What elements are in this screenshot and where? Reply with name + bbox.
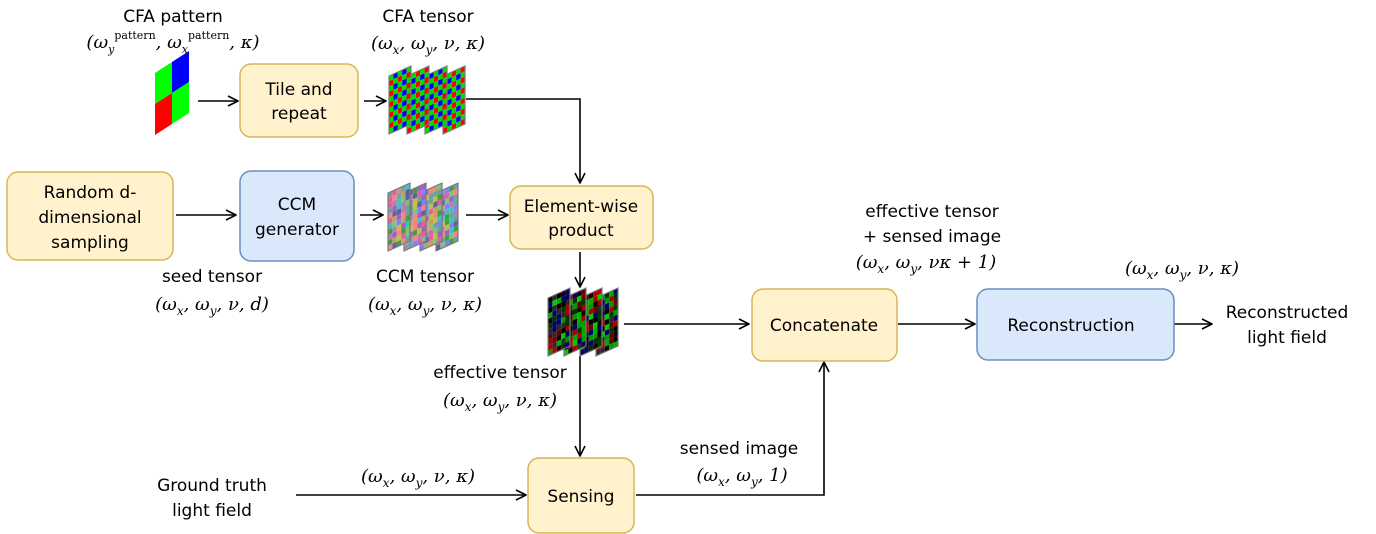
ccm-tensor-label: CCM tensor	[376, 267, 474, 287]
node-label-line: generator	[255, 220, 339, 240]
node-ccm-generator: CCM generator	[239, 170, 355, 262]
seed-tensor-label: seed tensor	[162, 267, 262, 287]
edge-sensing-to-concatenate	[636, 361, 830, 496]
cfa-tensor-icon	[388, 65, 466, 135]
node-label-line: product	[548, 221, 614, 241]
edges	[176, 95, 1213, 501]
ground-truth-label-line2: light field	[172, 501, 252, 521]
node-sensing: Sensing	[527, 457, 635, 534]
sensed-image-shape-label: (ωx, ωy, 1)	[696, 465, 787, 489]
concat-input-label-line1: effective tensor	[865, 202, 998, 222]
node-label-line: CCM	[278, 195, 316, 215]
node-label-line: repeat	[271, 104, 327, 124]
effective-tensor-icon	[547, 287, 619, 357]
cfa-pattern-icon	[155, 51, 189, 135]
node-label-line: Element-wise	[524, 197, 638, 217]
node-label-line: Tile and	[264, 80, 332, 100]
concat-input-shape-label: (ωx, ωy, νκ + 1)	[856, 252, 997, 276]
reconstructed-light-field-label-line2: light field	[1247, 328, 1327, 348]
effective-tensor-shape-label: (ωx, ωy, ν, κ)	[443, 390, 557, 414]
node-label-line: Sensing	[547, 487, 614, 507]
sensed-image-label: sensed image	[680, 439, 799, 459]
cfa-tensor-shape-label: (ωx, ωy, ν, κ)	[371, 33, 485, 57]
node-random-sampling: Random d- dimensional sampling	[6, 171, 174, 261]
seed-tensor-shape-label: (ωx, ωy, ν, d)	[155, 294, 269, 318]
edge-cfa-tensor-to-elementwise	[466, 98, 586, 184]
cfa-tensor-label: CFA tensor	[382, 7, 473, 27]
node-label-line: dimensional	[38, 208, 141, 228]
effective-tensor-label: effective tensor	[433, 363, 566, 383]
node-concatenate: Concatenate	[751, 288, 898, 362]
node-label-line: Concatenate	[770, 316, 878, 336]
node-label-line: sampling	[51, 233, 129, 253]
ccm-tensor-shape-label: (ωx, ωy, ν, κ)	[368, 294, 482, 318]
node-label-line: Reconstruction	[1007, 316, 1134, 336]
concat-input-label-line2: + sensed image	[863, 227, 1001, 247]
reconstructed-light-field-label-line1: Reconstructed	[1226, 303, 1349, 323]
ground-truth-shape-label: (ωx, ωy, ν, κ)	[361, 466, 475, 490]
node-label-line: Random d-	[44, 183, 137, 203]
ccm-tensor-icon	[387, 182, 459, 252]
cfa-pattern-shape-label: (ωypattern, ωxpattern, κ)	[86, 29, 259, 56]
ground-truth-label-line1: Ground truth	[157, 476, 267, 496]
node-tile-and-repeat: Tile and repeat	[239, 63, 359, 138]
cfa-pattern-label: CFA pattern	[123, 7, 223, 27]
reconstruction-output-shape-label: (ωx, ωy, ν, κ)	[1125, 258, 1239, 282]
node-elementwise-product: Element-wise product	[509, 185, 654, 250]
node-reconstruction: Reconstruction	[976, 288, 1175, 361]
